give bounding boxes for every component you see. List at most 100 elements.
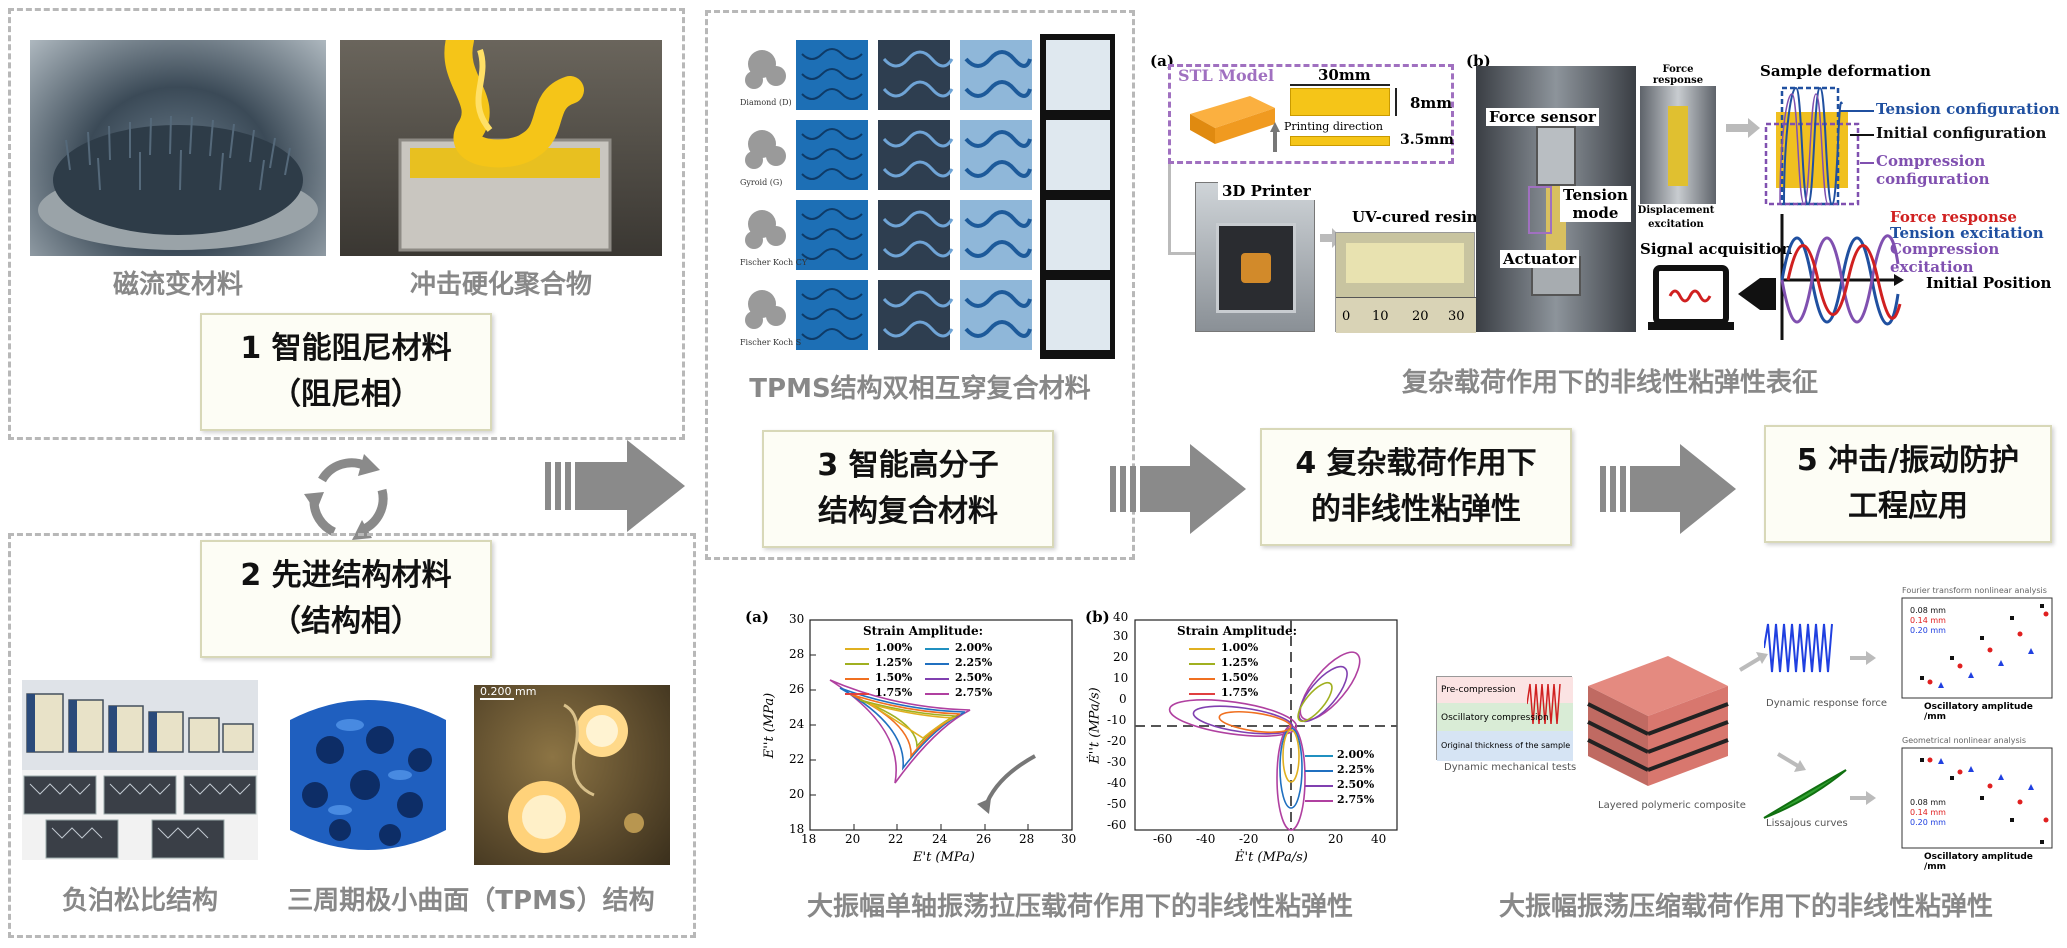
excitation-waveform xyxy=(1774,214,1904,344)
plot-b-ytick-5: -10 xyxy=(1107,713,1127,727)
plot-a-legend-6: 2.50% xyxy=(955,671,993,684)
resin-label: UV-cured resin xyxy=(1352,208,1478,226)
plot-a-ytick-2: 22 xyxy=(789,752,805,766)
ruler-tick-20: 20 xyxy=(1412,309,1429,324)
row-label-fkcy: Fischer Koch CY xyxy=(740,258,808,267)
legend-tension-excitation: Tension excitation xyxy=(1890,224,2044,242)
plot-a-xtick-5: 28 xyxy=(1019,832,1035,846)
flow-arrow-down xyxy=(1776,752,1806,772)
ruler-tick-30: 30 xyxy=(1448,309,1465,324)
response-wave xyxy=(1763,620,1844,676)
card2-line1: 2 先进结构材料 xyxy=(240,558,452,593)
plot-b-legend-1: 1.25% xyxy=(1221,656,1259,669)
tension-config-arrow xyxy=(1840,110,1874,112)
plot-b-ytick-6: 0 xyxy=(1119,692,1127,706)
plot-b-legend-title: Strain Amplitude: xyxy=(1177,624,1298,638)
card-smart-polymer: 3 智能高分子 结构复合材料 xyxy=(762,430,1054,548)
tension-mode-line2: mode xyxy=(1572,204,1619,222)
plot-a-legend-title: Strain Amplitude: xyxy=(863,624,984,638)
printer-photo xyxy=(1195,182,1315,332)
setup-label-a: (a) xyxy=(1150,52,1174,70)
caption-tpms: 三周期极小曲面（TPMS）结构 xyxy=(287,886,655,916)
tpms-structure-image xyxy=(270,680,466,870)
caption-auxetic: 负泊松比结构 xyxy=(61,886,218,916)
plot-b-xlabel: Ė't (MPa/s) xyxy=(1235,850,1308,865)
card2-line2: （结构相） xyxy=(271,604,421,639)
flow-arrow-right1 xyxy=(1850,650,1876,665)
plot-b-ytick-7: 10 xyxy=(1113,671,1129,685)
mr-material-photo xyxy=(30,40,326,256)
actuator-label: Actuator xyxy=(1500,250,1580,268)
plot-b-ytick-3: -30 xyxy=(1107,755,1127,769)
layered-composite-image xyxy=(1578,656,1738,794)
lissajous-curve xyxy=(1760,766,1850,822)
card5-line2: 工程应用 xyxy=(1848,489,1968,524)
dim-3p5mm: 3.5mm xyxy=(1400,132,1454,148)
lissajous-label: Lissajous curves xyxy=(1766,818,1848,829)
ruler-tick-0: 0 xyxy=(1342,309,1351,324)
printer-label: 3D Printer xyxy=(1218,182,1315,200)
fourier-legend-2: 0.20 mm xyxy=(1910,626,1946,635)
arrow-to-panel3 xyxy=(545,440,685,532)
plot-a-ytick-3: 24 xyxy=(789,717,805,731)
card-engineering-application: 5 冲击/振动防护 工程应用 xyxy=(1764,425,2052,543)
geometric-plot: Geometrical nonlinear analysis 0.08 mm 0… xyxy=(1880,736,2056,872)
caption-oscillatory-compression: 大振幅振荡压缩载荷作用下的非线性粘弹性 xyxy=(1498,892,1993,922)
geometric-title: Geometrical nonlinear analysis xyxy=(1902,736,2027,745)
plot-a-ylabel: E''t (MPa) xyxy=(762,692,778,759)
plot-a-xtick-0: 18 xyxy=(801,832,817,846)
plot-b-legend-4: 2.00% xyxy=(1337,748,1375,761)
caption-tpms-composite: TPMS结构双相互穿复合材料 xyxy=(749,374,1091,404)
fourier-plot: Fourier transform nonlinear analysis 0.0… xyxy=(1880,586,2056,722)
card-nonlinear-viscoelasticity: 4 复杂载荷作用下 的非线性粘弹性 xyxy=(1260,428,1572,546)
tension-mode-line1: Tension xyxy=(1563,186,1628,204)
card4-line2: 的非线性粘弹性 xyxy=(1311,492,1521,527)
force-sensor-label: Force sensor xyxy=(1486,108,1599,126)
displacement-excitation-label: Displacement excitation xyxy=(1636,204,1716,232)
plot-b-xtick-2: -20 xyxy=(1239,832,1259,846)
plot-b-ytick-1: -50 xyxy=(1107,797,1127,811)
card3-line2: 结构复合材料 xyxy=(818,494,998,529)
plot-a-legend-swatches xyxy=(845,648,965,708)
initial-config-arrow xyxy=(1850,134,1874,136)
plot-a-ytick-0: 18 xyxy=(789,822,805,836)
row-label-fks: Fischer Koch S xyxy=(740,338,802,347)
force-response-label: Force response xyxy=(1640,64,1716,86)
geometric-legend-2: 0.20 mm xyxy=(1910,818,1946,827)
arrow-to-panel4 xyxy=(1110,444,1246,534)
plot-a-xtick-2: 22 xyxy=(888,832,904,846)
dim-8-line xyxy=(1395,88,1397,116)
plot-b-xtick-3: 0 xyxy=(1287,832,1295,846)
dim-30-line xyxy=(1290,84,1390,86)
plot-b-ytick-8: 20 xyxy=(1113,650,1129,664)
panel3-frame xyxy=(705,10,1135,560)
card-advanced-structure: 2 先进结构材料 （结构相） xyxy=(200,540,492,658)
geometric-xlabel: Oscillatory amplitude /mm xyxy=(1924,852,2033,872)
plot-a-xtick-4: 26 xyxy=(976,832,992,846)
plot-a-label: (a) xyxy=(745,608,769,626)
plot-b-xtick-0: -60 xyxy=(1153,832,1173,846)
plot-a-ytick-6: 30 xyxy=(789,612,805,626)
flow-arrow-up xyxy=(1738,652,1768,672)
row-label-diamond: Diamond (D) xyxy=(740,98,792,107)
tpms-composite-grid: Diamond (D) Gyroid (G) Fischer Koch CY F… xyxy=(740,34,1115,359)
deformation-diagram xyxy=(1762,84,1862,210)
row-label-gyroid: Gyroid (G) xyxy=(740,178,783,187)
fourier-title: Fourier transform nonlinear analysis xyxy=(1902,586,2047,595)
plot-a-legend-4: 2.00% xyxy=(955,641,993,654)
tension-config-label: Tension configuration xyxy=(1876,100,2060,118)
resin-photo: 0 10 20 30 xyxy=(1335,232,1476,333)
plot-b-legend-2: 1.50% xyxy=(1221,671,1259,684)
card4-line1: 4 复杂载荷作用下 xyxy=(1295,446,1537,481)
plot-b-xtick-4: 20 xyxy=(1328,832,1344,846)
initial-position-label: Initial Position xyxy=(1926,274,2052,292)
plot-a-legend-1: 1.25% xyxy=(875,656,913,669)
caption-uniaxial-tension-compression: 大振幅单轴振荡拉压载荷作用下的非线性粘弹性 xyxy=(806,892,1353,922)
plot-a-xtick-3: 24 xyxy=(932,832,948,846)
plot-a-legend-5: 2.25% xyxy=(955,656,993,669)
flow-line-bottom xyxy=(1168,252,1196,255)
tension-mode-label: Tension mode xyxy=(1560,186,1631,222)
plot-b-legend-6: 2.50% xyxy=(1337,778,1375,791)
geometric-legend-0: 0.08 mm xyxy=(1910,798,1946,807)
plot-b-xtick-5: 40 xyxy=(1371,832,1387,846)
